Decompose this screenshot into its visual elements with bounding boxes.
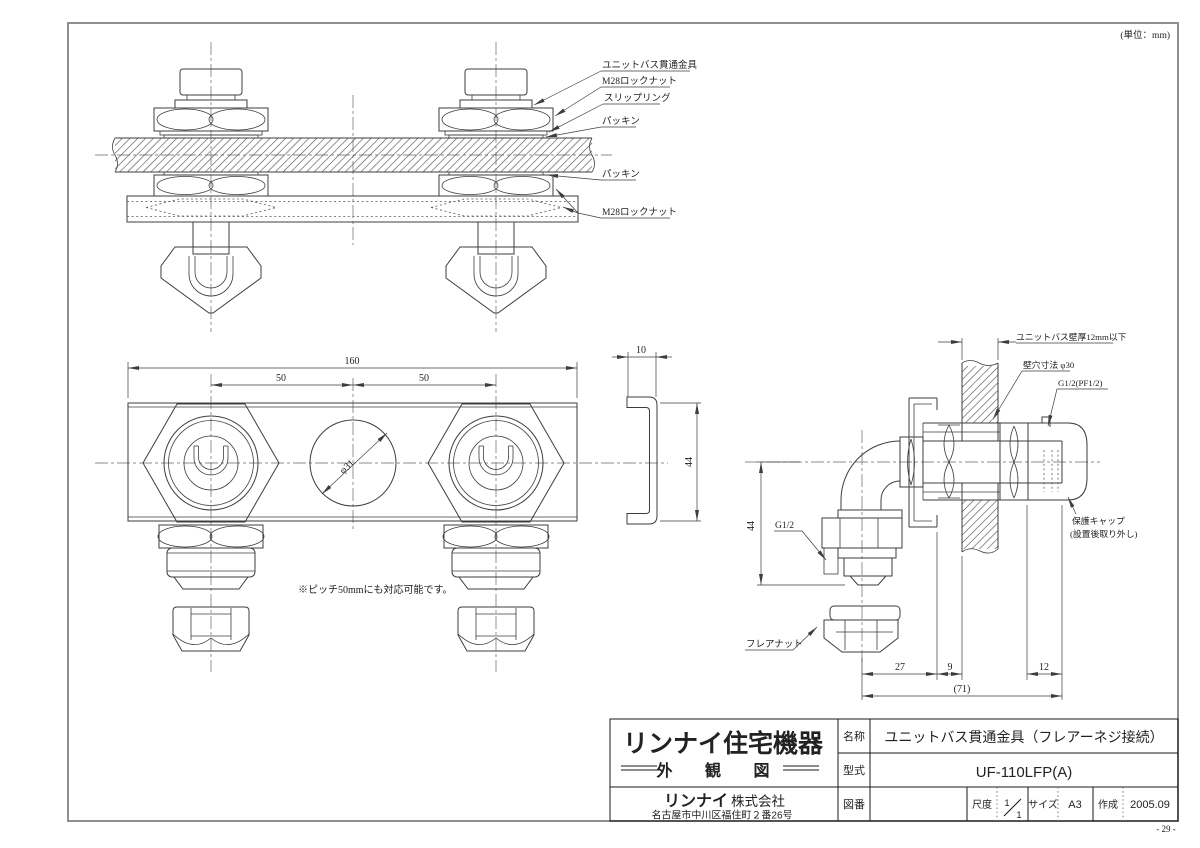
label-locknut-bottom: M28ロックナット	[602, 207, 677, 218]
company-brand: リンナイ	[664, 792, 728, 810]
top-view: ユニットバス貫通金具 M28ロックナット スリップリング パッキン パッキン M…	[95, 41, 698, 333]
front-view-bolt-left	[142, 373, 280, 673]
units-note: (単位：mm)	[1120, 29, 1170, 41]
side-flare-nut	[823, 605, 901, 653]
size-value: A3	[1068, 799, 1081, 811]
label-flare-nut: フレアナット	[746, 639, 803, 650]
label-thread-bottom: G1/2	[775, 521, 794, 531]
scale-numerator: 1	[1004, 798, 1009, 809]
label-through-fitting: ユニットバス貫通金具	[602, 59, 698, 71]
label-thread-wall: G1/2(PF1/2)	[1058, 378, 1103, 388]
title-block: リンナイ住宅機器 外 観 図 リンナイ 株式会社 名古屋市中川区福住町２番26号…	[609, 718, 1179, 822]
dim-50-right: 50	[419, 373, 429, 384]
side-view: ユニットバス壁厚12mm以下 壁穴寸法 φ30 G1/2(PF1/2) 保護キャ…	[745, 331, 1138, 700]
model-value: UF-110LFP(A)	[976, 764, 1072, 781]
created-label: 作成	[1098, 799, 1118, 811]
dim-71: (71)	[954, 684, 971, 695]
dim-50-left: 50	[276, 373, 286, 384]
front-view-dimensions: 160 50 50 10 44 φ31	[127, 345, 701, 522]
dim-160: 160	[345, 356, 360, 367]
side-view-labels: ユニットバス壁厚12mm以下 壁穴寸法 φ30 G1/2(PF1/2) 保護キャ…	[745, 331, 1138, 651]
side-view-dimensions: 44 27 9 12 (71)	[746, 461, 1063, 700]
scale-fraction-slash	[1003, 798, 1022, 817]
label-cap-line2: (設置後取り外し)	[1070, 528, 1138, 539]
dim-10: 10	[636, 345, 646, 356]
top-view-labels: ユニットバス貫通金具 M28ロックナット スリップリング パッキン パッキン M…	[533, 59, 698, 219]
label-wall-thickness: ユニットバス壁厚12mm以下	[1016, 331, 1127, 342]
page-number: - 29 -	[1156, 824, 1176, 834]
name-label: 名称	[843, 729, 865, 743]
label-slip-ring: スリップリング	[604, 92, 671, 104]
center-hole	[309, 419, 397, 507]
dim-9: 9	[948, 662, 953, 673]
top-view-bolt-right	[430, 41, 562, 333]
created-value: 2005.09	[1130, 799, 1170, 811]
scale-label: 尺度	[972, 798, 992, 811]
dim-44-front: 44	[684, 457, 695, 467]
label-locknut-top: M28ロックナット	[602, 76, 677, 87]
logo-title: リンナイ住宅機器	[623, 729, 824, 758]
top-view-bolt-left	[145, 41, 277, 333]
front-view-bolt-right	[427, 373, 565, 673]
dim-44-side: 44	[746, 521, 757, 531]
front-view: 160 50 50 10 44 φ31 ※ピッチ50mmにも対応可能です。	[95, 345, 701, 673]
company-address: 名古屋市中川区福住町２番26号	[651, 809, 792, 822]
protective-cap	[1041, 416, 1088, 501]
size-label: サイズ	[1028, 798, 1058, 811]
company-suffix: 株式会社	[731, 794, 785, 809]
channel-profile	[626, 396, 658, 525]
logo-subtitle: 外 観 図	[656, 761, 784, 780]
pitch-note: ※ピッチ50mmにも対応可能です。	[298, 583, 453, 596]
logo-flourish	[621, 765, 819, 771]
scale-denominator: 1	[1016, 810, 1021, 821]
dim-12: 12	[1039, 662, 1049, 673]
label-cap-line1: 保護キャップ	[1072, 515, 1125, 526]
drawing-no-label: 図番	[843, 798, 865, 811]
name-value: ユニットバス貫通金具（フレアーネジ接続）	[884, 729, 1163, 745]
model-label: 型式	[843, 763, 865, 777]
label-packing-top: パッキン	[602, 116, 640, 127]
label-packing-bottom: パッキン	[602, 169, 640, 180]
dim-dia31: φ31	[338, 458, 357, 477]
label-wall-hole: 壁穴寸法 φ30	[1023, 359, 1075, 370]
dim-27: 27	[895, 662, 905, 673]
